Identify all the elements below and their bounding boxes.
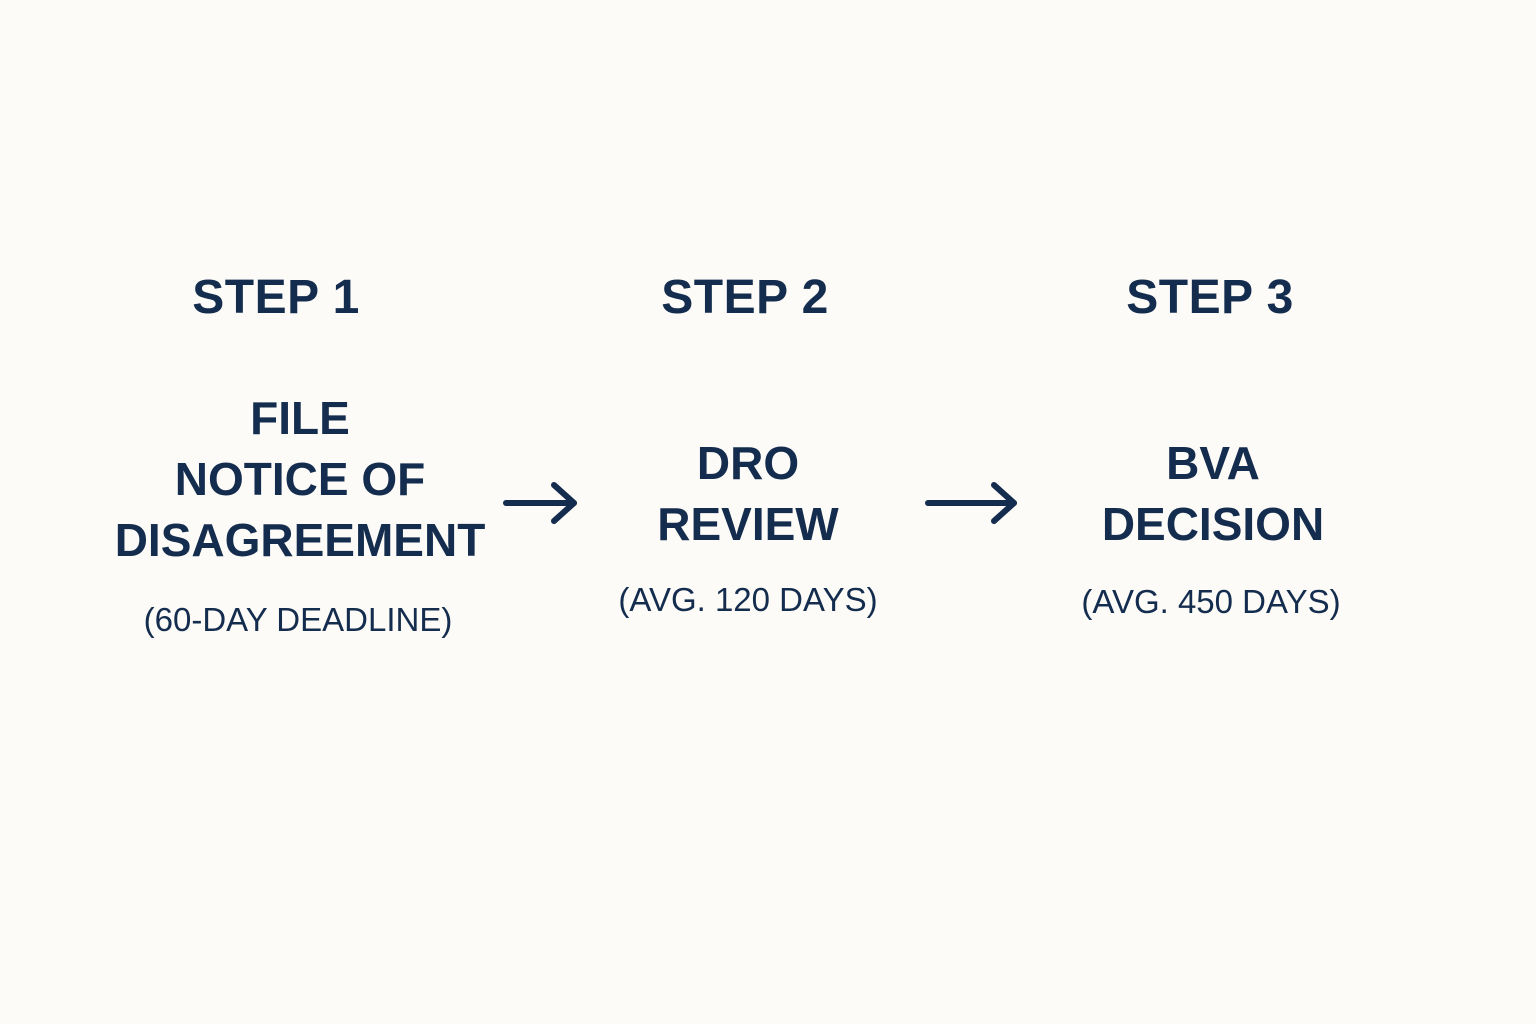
step-1-title-line-1: FILE: [250, 392, 350, 444]
step-1-heading: STEP 1: [192, 271, 360, 324]
step-1-note: (60-DAY DEADLINE): [143, 601, 453, 638]
step-3-title: BVA DECISION: [993, 433, 1433, 555]
step-1-title-line-2: NOTICE OF: [174, 453, 426, 505]
step-2-note: (AVG. 120 DAYS): [618, 581, 878, 618]
step-2-title: DRO REVIEW: [528, 433, 968, 555]
step-2-title-line-1: DRO: [696, 437, 800, 489]
step-2-heading: STEP 2: [661, 271, 829, 324]
step-3-note: (AVG. 450 DAYS): [1081, 583, 1341, 620]
step-3-heading: STEP 3: [1126, 271, 1294, 324]
arrow-right-icon: [925, 482, 1017, 524]
step-3-title-line-2: DECISION: [1101, 498, 1325, 550]
step-2-title-line-2: REVIEW: [657, 498, 839, 550]
step-1-title: FILE NOTICE OF DISAGREEMENT: [80, 388, 520, 571]
step-1-title-line-3: DISAGREEMENT: [114, 514, 486, 566]
arrow-right-icon: [503, 482, 577, 524]
step-3-title-line-1: BVA: [1166, 437, 1260, 489]
